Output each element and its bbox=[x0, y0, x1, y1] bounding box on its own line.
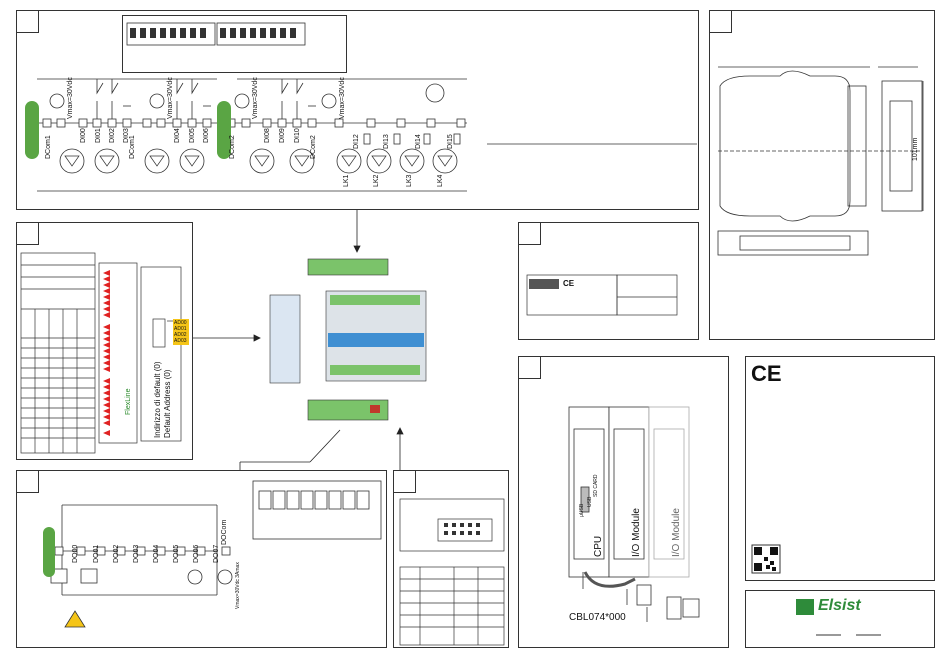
label-svg bbox=[526, 274, 678, 316]
dimensions-panel: 101mm bbox=[709, 10, 935, 340]
output-label: DO02 bbox=[113, 544, 120, 563]
stack-svg bbox=[568, 406, 700, 622]
input-label: DI14 bbox=[415, 134, 422, 149]
input-label: DI15 bbox=[447, 134, 454, 149]
output-label: DO03 bbox=[133, 544, 140, 563]
cpu-label: CPU bbox=[593, 535, 604, 557]
height-dimension-label: 101mm bbox=[912, 137, 919, 161]
certifications-panel: CE bbox=[745, 356, 935, 581]
module-drawing bbox=[260, 255, 440, 430]
ce-mark: CE bbox=[751, 361, 782, 386]
output-wiring-svg bbox=[50, 480, 382, 628]
input-label: DI06 bbox=[203, 128, 210, 143]
output-label: DO07 bbox=[213, 544, 220, 563]
input-label: DI01 bbox=[95, 128, 102, 143]
io-module-label: I/O Module bbox=[671, 508, 682, 557]
output-label: DO00 bbox=[72, 544, 79, 563]
input-label: DI03 bbox=[123, 128, 130, 143]
panel-corner-tab bbox=[17, 471, 39, 493]
input-label: DI10 bbox=[294, 128, 301, 143]
ce-mark-small: CE bbox=[563, 279, 575, 288]
input-label: DI00 bbox=[80, 128, 87, 143]
sd-card-label: SD CARD bbox=[593, 474, 599, 497]
micro-usb-label: μUSB bbox=[579, 503, 585, 517]
brand-logo-icon bbox=[796, 599, 814, 615]
connector-svg bbox=[399, 498, 505, 646]
output-wiring-panel: DO00 DO01 DO02 DO03 DO04 DO05 DO06 DO07 … bbox=[16, 470, 387, 648]
label-panel: CE bbox=[518, 222, 699, 340]
dcom-label: DCom1 bbox=[45, 135, 52, 159]
vmax-label: Vmax=30Vdc bbox=[67, 77, 74, 119]
connector-panel bbox=[393, 470, 509, 648]
pnp-badge bbox=[43, 527, 55, 577]
dcom-label: DCom1 bbox=[129, 135, 136, 159]
input-label: DI09 bbox=[279, 128, 286, 143]
dip-label: AD00 bbox=[174, 320, 187, 326]
input-label: DI04 bbox=[174, 128, 181, 143]
dip-label: AD03 bbox=[174, 338, 187, 344]
input-label: DI08 bbox=[264, 128, 271, 143]
qr-svg bbox=[751, 544, 781, 574]
panel-corner-tab bbox=[17, 11, 39, 33]
input-label: DI12 bbox=[353, 134, 360, 149]
output-label: DO04 bbox=[153, 544, 160, 563]
output-label: DO06 bbox=[193, 544, 200, 563]
panel-corner-tab bbox=[519, 223, 541, 245]
address-panel: AD00 AD01 AD02 AD03 Indirizzo di default… bbox=[16, 222, 193, 460]
output-label: DO05 bbox=[173, 544, 180, 563]
panel-corner-tab bbox=[710, 11, 732, 33]
output-label: DO01 bbox=[93, 544, 100, 563]
lk-label: LK3 bbox=[406, 174, 413, 187]
panel-corner-tab bbox=[17, 223, 39, 245]
default-address-it: Indirizzo di default (0) bbox=[153, 361, 162, 438]
brand-panel: Elsist bbox=[745, 590, 935, 648]
docom-label: DOCom bbox=[221, 519, 228, 545]
lk-label: LK2 bbox=[373, 174, 380, 187]
dip-label: AD01 bbox=[174, 326, 187, 332]
input-label: DI05 bbox=[189, 128, 196, 143]
panel-corner-tab bbox=[519, 357, 541, 379]
io-module-label: I/O Module bbox=[631, 508, 642, 557]
vmax-label: Vmax=30Vdc bbox=[167, 77, 174, 119]
pnp-badge bbox=[217, 101, 231, 159]
brand-logo: Elsist bbox=[818, 597, 861, 614]
vmax-label: Vmax=30Vdc 3Amax bbox=[235, 562, 241, 609]
dcom-label: DCom2 bbox=[229, 135, 236, 159]
dcom-label: DCom2 bbox=[310, 135, 317, 159]
brand-vertical: FlexLine bbox=[125, 388, 132, 415]
input-label: DI13 bbox=[383, 134, 390, 149]
dip-label: AD02 bbox=[174, 332, 187, 338]
lk-label: LK1 bbox=[343, 174, 350, 187]
input-wiring-svg bbox=[37, 22, 697, 192]
dimensions-svg bbox=[717, 66, 924, 256]
pnp-badge bbox=[25, 101, 39, 159]
terminal-block-drawing bbox=[122, 15, 347, 73]
default-address-en: Default Address (0) bbox=[163, 369, 172, 438]
input-wiring-panel: DCom1 DCom1 DCom2 DCom2 Vmax=30Vdc Vmax=… bbox=[16, 10, 699, 210]
vmax-label: Vmax=30Vdc bbox=[339, 77, 346, 119]
address-table-svg bbox=[20, 252, 189, 454]
cpu-stack-panel: CPU I/O Module I/O Module SD CARD USB μU… bbox=[518, 356, 729, 648]
cable-label: CBL074*000 bbox=[569, 612, 626, 623]
vmax-label: Vmax=30Vdc bbox=[252, 77, 259, 119]
input-label: DI02 bbox=[109, 128, 116, 143]
usb-label: USB bbox=[587, 496, 593, 507]
panel-corner-tab bbox=[394, 471, 416, 493]
lk-label: LK4 bbox=[437, 174, 444, 187]
